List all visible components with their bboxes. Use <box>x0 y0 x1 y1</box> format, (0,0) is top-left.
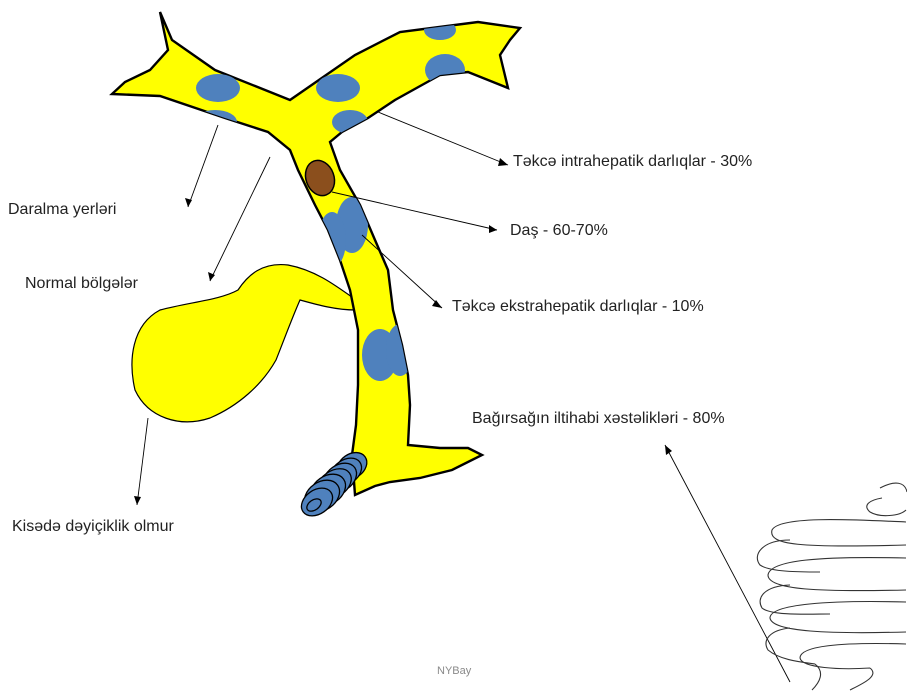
intestine-icon <box>757 483 907 690</box>
gallbladder <box>132 265 356 422</box>
stricture <box>424 20 456 40</box>
stricture <box>193 110 237 134</box>
label-gallbladder: Kisədə dəyiçiklik olmur <box>12 518 174 536</box>
label-intrahepatic: Təkcə intrahepatik darlıqlar - 30% <box>513 153 752 171</box>
stricture <box>316 74 360 102</box>
label-normal: Normal bölgələr <box>25 275 138 293</box>
credit-watermark: NYBay <box>437 665 471 677</box>
stricture <box>196 74 240 102</box>
label-ibd: Bağırsağın iltihabi xəstəlikləri - 80% <box>472 410 725 428</box>
bile-duct-tree <box>112 12 520 495</box>
label-extrahepatic: Təkcə ekstrahepatik darlıqlar - 10% <box>452 298 704 316</box>
label-strictures: Daralma yerləri <box>8 201 116 219</box>
stricture <box>386 324 414 376</box>
label-stone: Daş - 60-70% <box>510 222 608 240</box>
